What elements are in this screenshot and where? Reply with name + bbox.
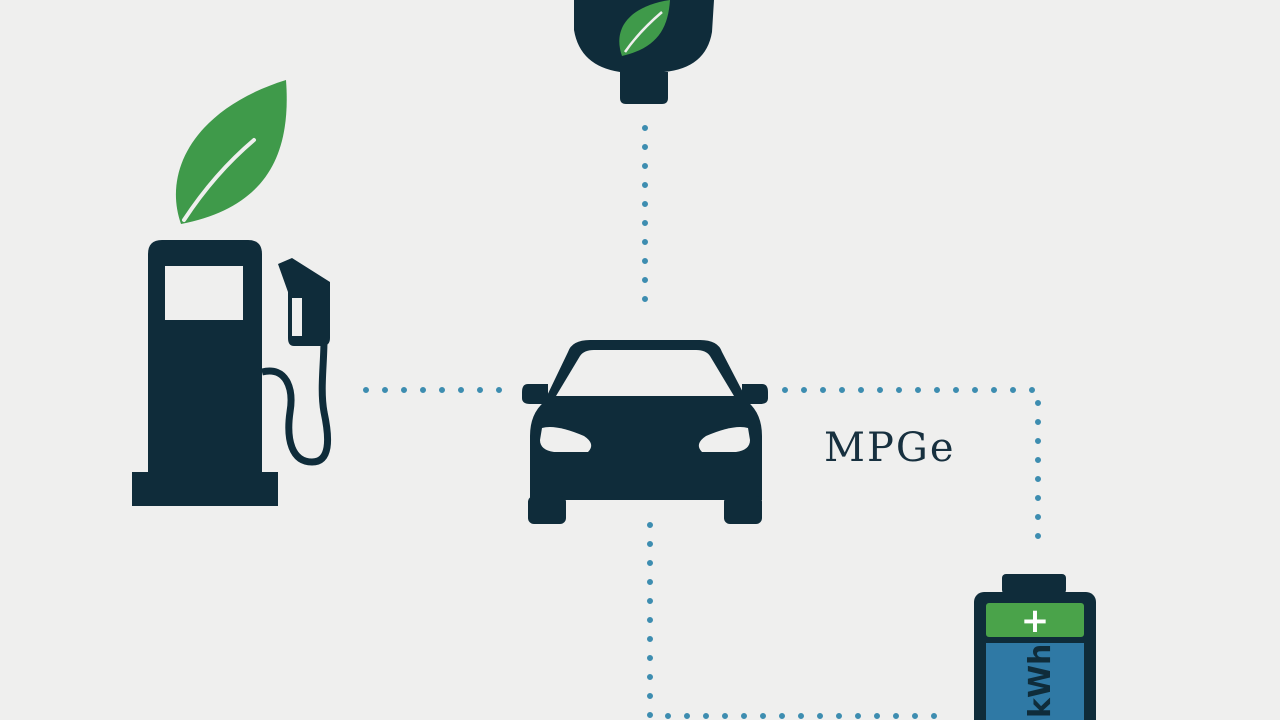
leaf-icon — [619, 0, 670, 56]
leaf-icon — [175, 80, 287, 224]
fuel-pump-icon — [132, 240, 332, 506]
plug-icon — [574, 0, 714, 104]
connector-lines — [363, 125, 1041, 719]
mpge-label: MPGe — [824, 425, 956, 471]
car-front-icon — [522, 340, 768, 524]
battery-icon: + kWh — [974, 574, 1096, 720]
connector-car-down — [647, 522, 953, 719]
battery-kwh-label: kWh — [1023, 644, 1058, 718]
battery-plus-symbol: + — [1021, 601, 1050, 641]
